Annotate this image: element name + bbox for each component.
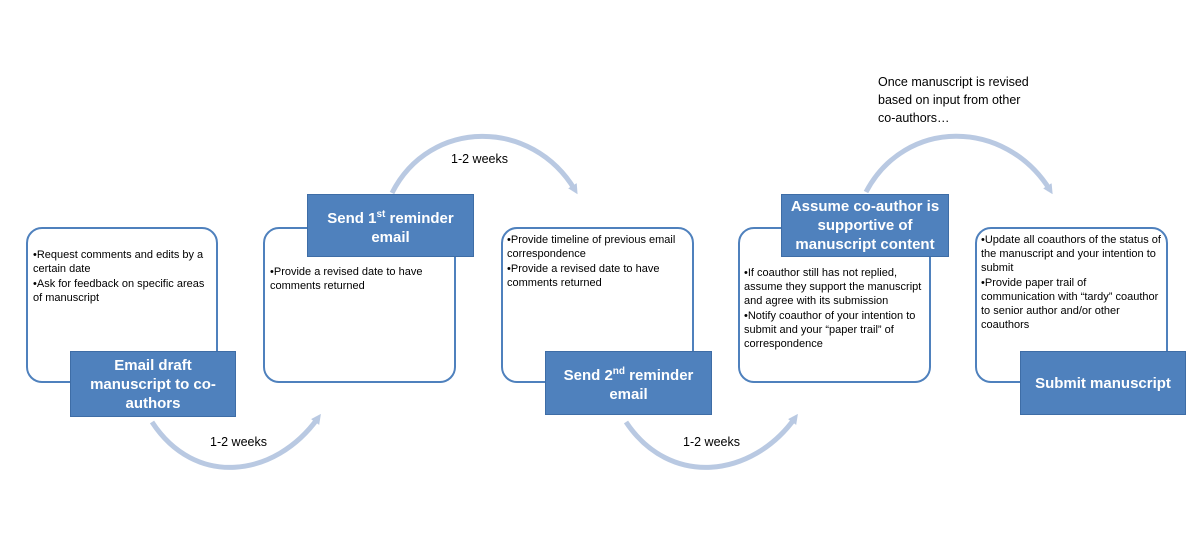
arrow-step2-to-step3 bbox=[389, 133, 578, 195]
transition-2-label: 1-2 weeks bbox=[451, 152, 508, 166]
arrow-step4-to-step5 bbox=[863, 133, 1053, 195]
transition-4-note: Once manuscript is revised based on inpu… bbox=[878, 75, 1029, 125]
step-1-bullet-1: •Request comments and edits by a certain… bbox=[33, 249, 204, 275]
transition-3-label: 1-2 weeks bbox=[683, 435, 740, 449]
step-3-bullet-2: •Provide a revised date to have comments… bbox=[507, 263, 660, 289]
step-5-bullet-2: •Provide paper trail of communication wi… bbox=[981, 277, 1159, 331]
step-4-bullet-1: •If coauthor still has not replied, assu… bbox=[744, 267, 922, 307]
step-3-bullets: •Provide timeline of previous email corr… bbox=[507, 233, 689, 291]
step-3-title: Send 2nd reminder email bbox=[545, 351, 712, 415]
step-4-bullets: •If coauthor still has not replied, assu… bbox=[744, 266, 926, 352]
arrow-step1-to-step2 bbox=[149, 413, 321, 470]
transition-1-label: 1-2 weeks bbox=[210, 435, 267, 449]
step-2-bullets: •Provide a revised date to have comments… bbox=[270, 265, 450, 294]
arrow-step3-to-step4 bbox=[623, 413, 798, 470]
step-3-bullet-1: •Provide timeline of previous email corr… bbox=[507, 234, 676, 260]
step-4-title: Assume co-author is supportive of manusc… bbox=[781, 194, 949, 257]
step-1-title: Email draft manuscript to co-authors bbox=[70, 351, 236, 417]
step-5-bullet-1: •Update all coauthors of the status of t… bbox=[981, 234, 1161, 274]
step-2-title: Send 1st reminder email bbox=[307, 194, 474, 257]
step-5-bullets: •Update all coauthors of the status of t… bbox=[981, 233, 1163, 333]
step-1-bullet-2: •Ask for feedback on specific areas of m… bbox=[33, 278, 205, 304]
step-2-bullet-1: •Provide a revised date to have comments… bbox=[270, 266, 423, 292]
step-1-bullets: •Request comments and edits by a certain… bbox=[33, 248, 213, 306]
step-4-bullet-2: •Notify coauthor of your intention to su… bbox=[744, 310, 916, 350]
step-5-title: Submit manuscript bbox=[1020, 351, 1186, 415]
